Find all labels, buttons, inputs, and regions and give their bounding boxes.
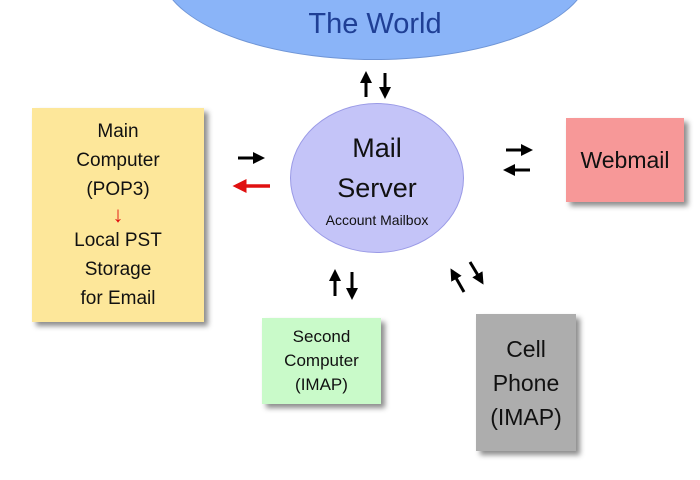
main-server-arrows-icon (232, 152, 270, 193)
storage-line-1: Local PST (74, 230, 162, 251)
webmail-label: Webmail (580, 146, 670, 173)
main-computer-line-1: Main (97, 121, 139, 142)
second-computer-node: Second Computer (IMAP) (262, 318, 381, 404)
cell-phone-node: Cell Phone (IMAP) (476, 314, 576, 451)
cell-phone-line-2: Phone (492, 369, 560, 396)
cell-phone-line-3: (IMAP) (490, 403, 562, 430)
server-second-computer-arrows-icon (329, 269, 358, 300)
main-computer-line-3: (POP3) (86, 179, 150, 200)
world-server-arrows-icon (360, 71, 391, 99)
mail-server-line-2: Server (337, 173, 417, 203)
cell-phone-line-1: Cell (506, 335, 546, 362)
mail-server-node: Mail Server Account Mailbox (290, 103, 464, 253)
red-down-arrow-icon: ↓ (112, 202, 124, 227)
storage-line-3: for Email (80, 288, 156, 309)
webmail-node: Webmail (566, 118, 684, 202)
storage-line-2: Storage (84, 259, 152, 280)
server-cell-phone-arrows-icon (450, 261, 484, 293)
mail-server-line-1: Mail (352, 133, 402, 163)
main-computer-line-2: Computer (76, 150, 160, 171)
server-webmail-arrows-icon (503, 144, 533, 176)
second-computer-line-3: (IMAP) (295, 375, 348, 394)
second-computer-line-2: Computer (284, 351, 359, 370)
the-world-label: The World (308, 8, 442, 40)
main-computer-node: Main Computer (POP3) ↓ Local PST Storage… (32, 108, 204, 322)
account-mailbox-label: Account Mailbox (325, 212, 429, 228)
second-computer-line-1: Second (292, 327, 351, 346)
